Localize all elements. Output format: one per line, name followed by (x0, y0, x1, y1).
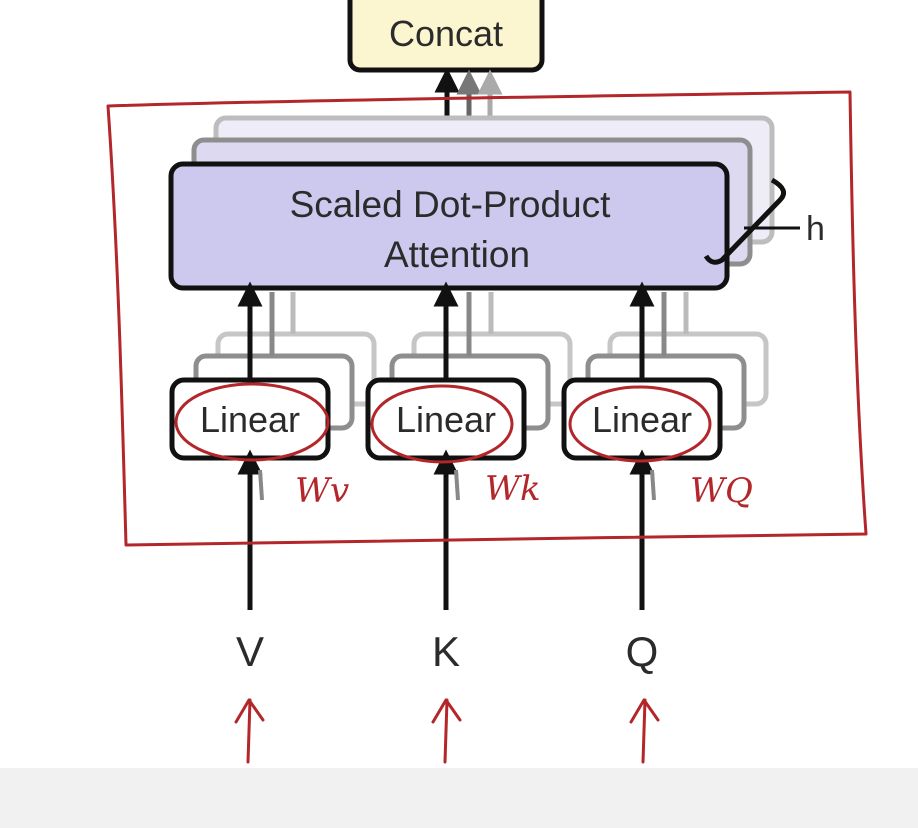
annotation-circle-linear-k (370, 384, 514, 464)
linear-label-k: Linear (396, 399, 496, 440)
attention-label-line2: Attention (384, 234, 530, 275)
annotation-weight-q: WQ (690, 471, 753, 511)
annotation-circle-linear-v (174, 382, 330, 462)
heads-label: h (806, 210, 825, 248)
linear-label-v: Linear (200, 399, 300, 440)
red-annotations (106, 90, 868, 764)
annotation-arrow-q (629, 698, 660, 764)
scaled-dot-product-attention-box: Scaled Dot-Product Attention (168, 161, 730, 291)
concat-label: Concat (389, 13, 503, 54)
input-q-label: Q (626, 628, 659, 675)
attention-label-line1: Scaled Dot-Product (290, 184, 612, 225)
input-v-label: V (236, 628, 264, 675)
input-k-label: K (432, 628, 460, 675)
annotation-weight-k: Wk (485, 469, 541, 509)
linear-label-q: Linear (592, 399, 692, 440)
annotation-arrow-k (431, 698, 462, 764)
heads-bracket: h (703, 177, 825, 265)
annotation-arrow-v (234, 698, 265, 764)
concat-box: Concat (347, 0, 545, 73)
annotation-circle-linear-q (568, 385, 712, 463)
annotation-weight-v: Wv (295, 471, 349, 511)
column-v: Linear V (169, 281, 377, 675)
annotation-outer-box (106, 90, 868, 547)
video-bottom-bar (0, 768, 918, 828)
